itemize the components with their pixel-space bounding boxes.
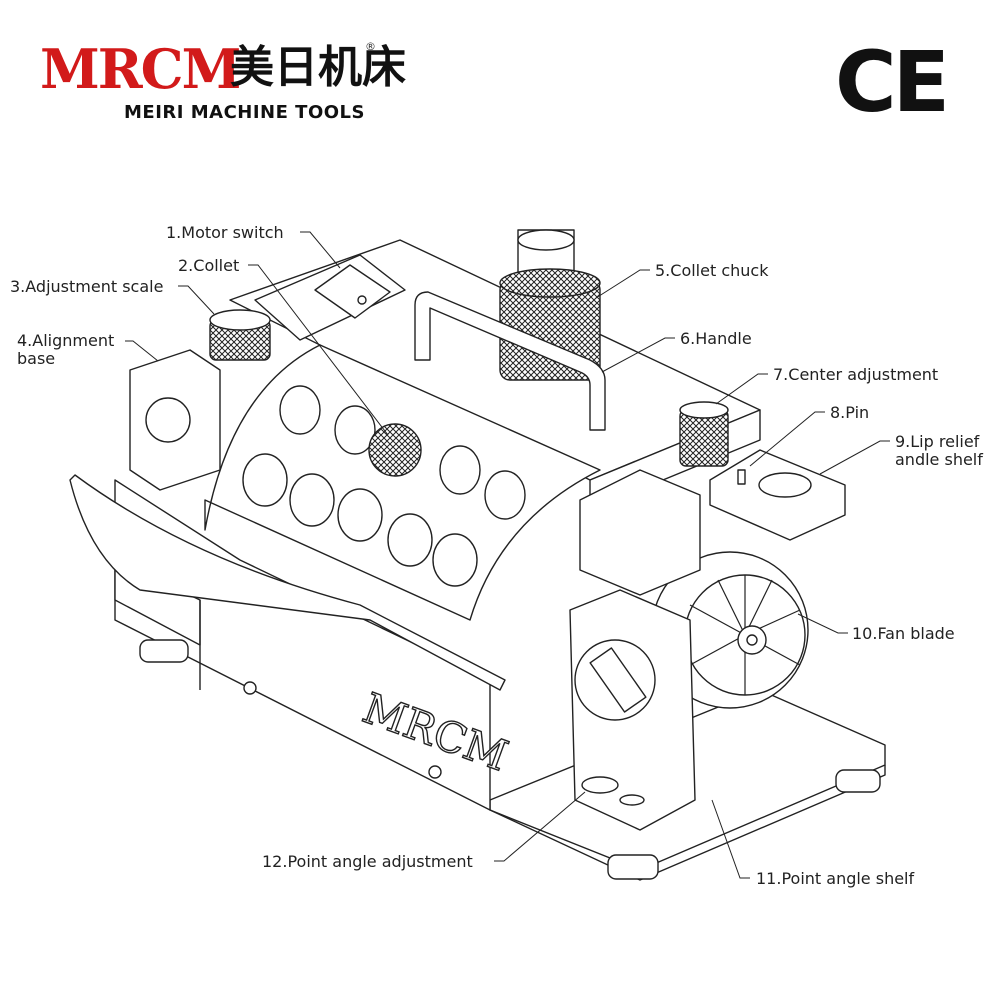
label-pin: 8.Pin: [830, 403, 869, 422]
label-alignment-base-line1: 4.Alignment: [17, 331, 114, 350]
label-point-angle-shelf: 11.Point angle shelf: [756, 869, 915, 888]
label-collet-chuck: 5.Collet chuck: [655, 261, 769, 280]
label-handle: 6.Handle: [680, 329, 752, 348]
label-center-adjustment: 7.Center adjustment: [773, 365, 938, 384]
label-motor-switch: 1.Motor switch: [166, 223, 284, 242]
leader-lines: [125, 231, 890, 879]
ce-mark: CE: [835, 33, 950, 131]
label-fan-blade: 10.Fan blade: [852, 624, 955, 643]
label-alignment-base-line2: base: [17, 349, 55, 368]
logo-chinese-name: 美日机床: [230, 42, 406, 93]
label-collet: 2.Collet: [178, 256, 239, 275]
registered-mark: ®: [365, 40, 376, 53]
logo-wordmark: MRCM: [40, 37, 241, 101]
label-lip-relief-line1: 9.Lip relief: [895, 432, 980, 451]
label-point-angle-adjustment: 12.Point angle adjustment: [262, 852, 473, 871]
logo-english-name: MEIRI MACHINE TOOLS: [124, 102, 365, 123]
label-lip-relief-line2: andle shelf: [895, 450, 983, 469]
machine-body: [69, 229, 886, 881]
label-adjustment-scale: 3.Adjustment scale: [10, 277, 163, 296]
brand-logo: MRCM 美日机床 ® MEIRI MACHINE TOOLS: [40, 38, 460, 128]
